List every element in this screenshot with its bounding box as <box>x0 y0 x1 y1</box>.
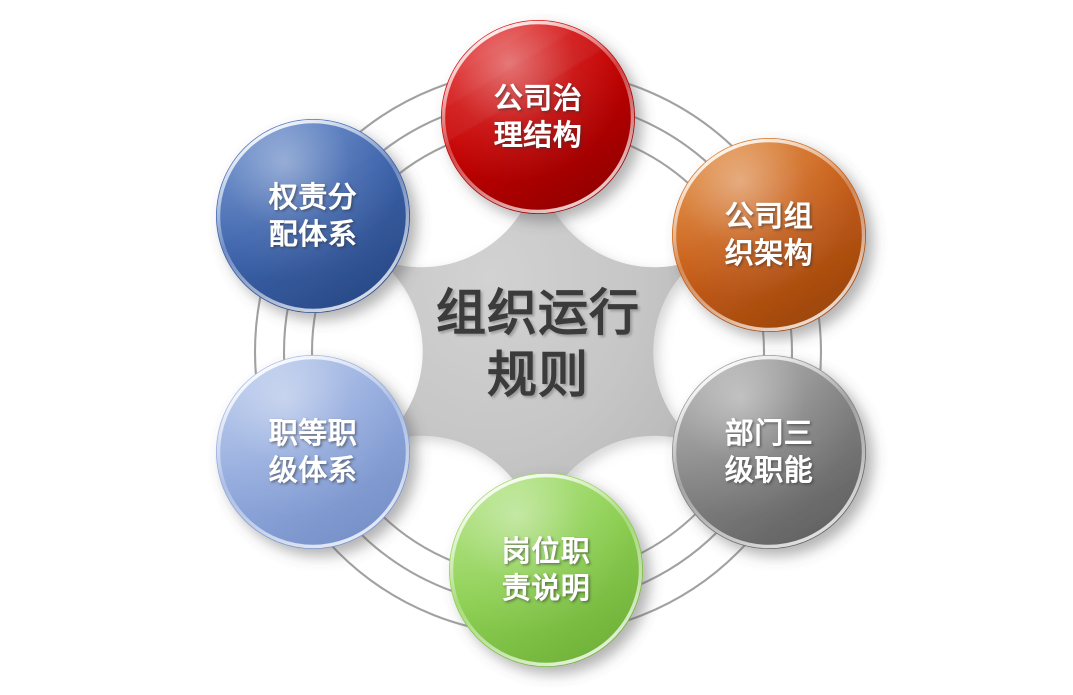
node-grade-system[interactable]: 职等职 级体系 <box>216 355 410 549</box>
node-corporate-governance-gloss <box>442 21 634 213</box>
node-department-functions-gloss <box>673 356 865 548</box>
node-corporate-governance[interactable]: 公司治 理结构 <box>441 20 635 214</box>
node-authority-allocation[interactable]: 权责分 配体系 <box>216 119 410 313</box>
node-authority-allocation-gloss <box>217 120 409 312</box>
node-job-responsibility[interactable]: 岗位职 责说明 <box>449 473 643 667</box>
node-company-structure-gloss <box>673 139 865 331</box>
node-department-functions[interactable]: 部门三 级职能 <box>672 355 866 549</box>
node-grade-system-gloss <box>217 356 409 548</box>
node-job-responsibility-gloss <box>450 474 642 666</box>
node-company-structure[interactable]: 公司组 织架构 <box>672 138 866 332</box>
hub-shape <box>378 167 698 536</box>
hub-scalloped-hexagon <box>378 167 698 536</box>
